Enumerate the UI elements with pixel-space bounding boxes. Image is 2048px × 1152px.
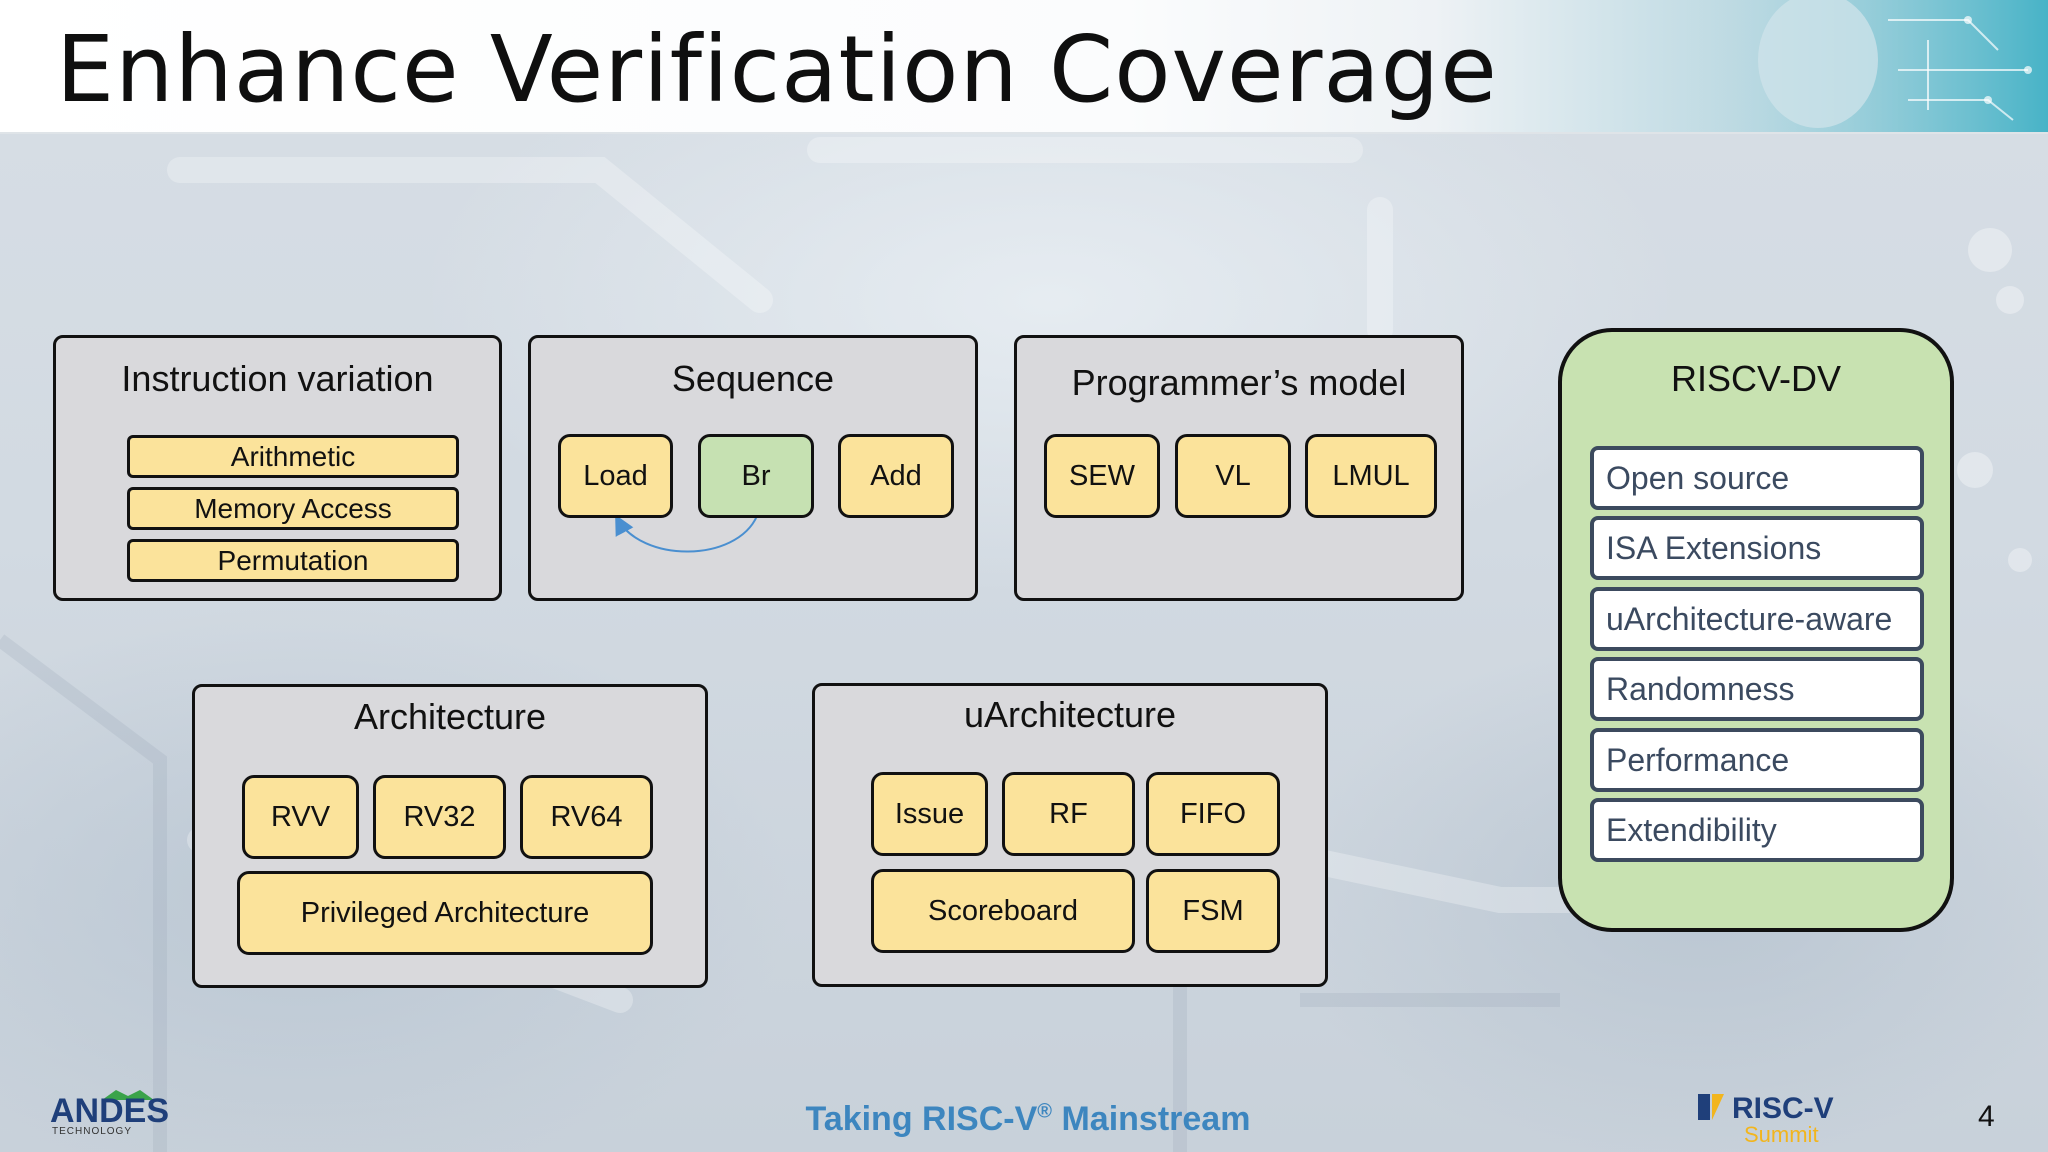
- chip-rv64: RV64: [520, 775, 653, 859]
- panel-title: Sequence: [671, 358, 835, 399]
- slide-title: Enhance Verification Coverage: [56, 16, 1498, 123]
- chip-fifo: FIFO: [1146, 772, 1280, 856]
- svg-text:ANDES: ANDES: [50, 1092, 169, 1130]
- chip-scoreboard: Scoreboard: [871, 869, 1135, 953]
- chip-arithmetic: Arithmetic: [127, 435, 459, 478]
- architecture-panel: Architecture RVV RV32 RV64 Privileged Ar…: [192, 684, 708, 988]
- chip-permutation: Permutation: [127, 539, 459, 582]
- feature-randomness: Randomness: [1590, 657, 1924, 721]
- feature-isa-extensions: ISA Extensions: [1590, 516, 1924, 580]
- arrow-br-loop-back: [615, 514, 758, 553]
- chip-load: Load: [558, 434, 673, 518]
- chip-add: Add: [838, 434, 954, 518]
- chip-rf: RF: [1002, 772, 1135, 856]
- instruction-variation-panel: Instruction variation Arithmetic Memory …: [53, 335, 502, 601]
- chip-rvv: RVV: [242, 775, 359, 859]
- panel-title: uArchitecture: [963, 694, 1177, 735]
- chip-fsm: FSM: [1146, 869, 1280, 953]
- chip-br: Br: [698, 434, 814, 518]
- riscv-dv-title: RISCV-DV: [1670, 358, 1842, 399]
- feature-uarchitecture-aware: uArchitecture-aware: [1590, 587, 1924, 651]
- andes-logo: ANDES TECHNOLOGY: [50, 1090, 169, 1136]
- uarchitecture-panel: uArchitecture Issue RF FIFO Scoreboard F…: [812, 683, 1328, 987]
- ai-face-graphic: [1668, 0, 2048, 132]
- feature-extendibility: Extendibility: [1590, 798, 1924, 862]
- title-bar: Enhance Verification Coverage: [0, 0, 2048, 134]
- chip-lmul: LMUL: [1305, 434, 1437, 518]
- programmers-model-panel: Programmer’s model SEW VL LMUL: [1014, 335, 1464, 601]
- svg-text:RISC-V: RISC-V: [1732, 1092, 1834, 1125]
- chip-memory-access: Memory Access: [127, 487, 459, 530]
- chip-privileged-architecture: Privileged Architecture: [237, 871, 653, 955]
- chip-vl: VL: [1175, 434, 1291, 518]
- riscv-summit-logo: RISC-V Summit: [1698, 1092, 1834, 1144]
- sequence-panel: Sequence Load Br Add: [528, 335, 978, 601]
- chip-sew: SEW: [1044, 434, 1160, 518]
- svg-text:Summit: Summit: [1744, 1122, 1819, 1144]
- svg-text:TECHNOLOGY: TECHNOLOGY: [52, 1126, 132, 1136]
- panel-title: Programmer’s model: [1071, 362, 1407, 403]
- riscv-dv-panel: RISCV-DV Open source ISA Extensions uArc…: [1558, 328, 1954, 932]
- page-number: 4: [1978, 1100, 1995, 1133]
- feature-open-source: Open source: [1590, 446, 1924, 510]
- panel-title: Instruction variation: [121, 358, 434, 399]
- chip-rv32: RV32: [373, 775, 506, 859]
- footer-tagline: Taking RISC-V® Mainstream: [805, 1100, 1251, 1138]
- feature-performance: Performance: [1590, 728, 1924, 792]
- chip-issue: Issue: [871, 772, 988, 856]
- panel-title: Architecture: [353, 696, 547, 737]
